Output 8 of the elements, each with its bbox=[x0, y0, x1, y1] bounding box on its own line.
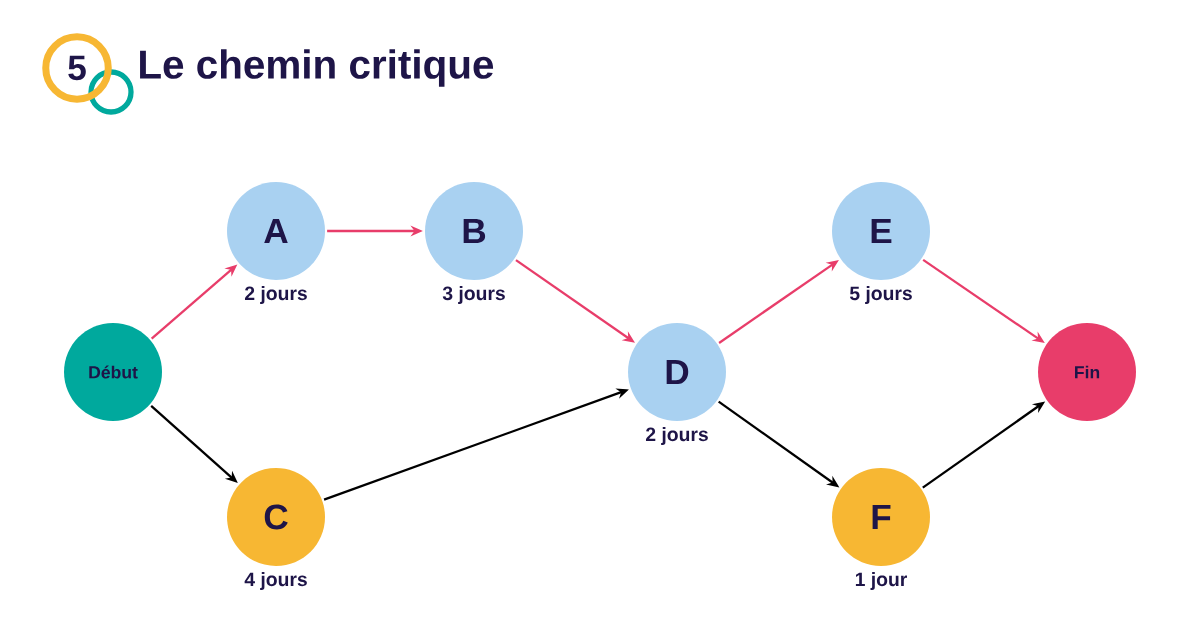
duration-label: 2 jours bbox=[646, 427, 708, 445]
step-number: 5 bbox=[42, 33, 112, 103]
duration-label: 4 jours bbox=[244, 572, 307, 590]
duration-label: 1 jour bbox=[855, 572, 907, 590]
duration-label: 2 jours bbox=[245, 286, 307, 304]
duration-label: 5 jours bbox=[849, 286, 912, 304]
title: Le chemin critique bbox=[140, 49, 494, 87]
duration-label: 3 jours bbox=[442, 286, 505, 304]
